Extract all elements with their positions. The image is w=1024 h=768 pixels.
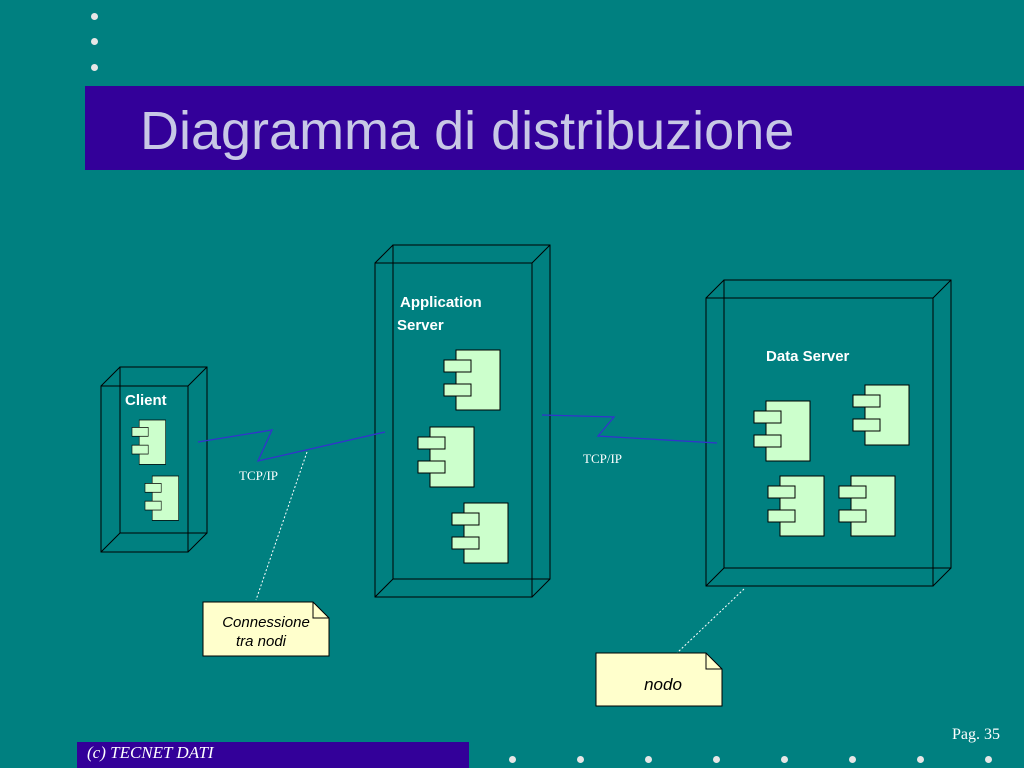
slide-title: Diagramma di distribuzione <box>140 101 795 161</box>
bullet-dot <box>713 756 720 763</box>
bullet-dot <box>645 756 652 763</box>
footer-bar: (c) TECNET DATI <box>77 742 469 768</box>
client-node-label: Client <box>125 392 167 409</box>
component-icon[interactable] <box>753 400 811 462</box>
tcp-link-app-data[interactable] <box>541 414 718 444</box>
bullet-dot <box>917 756 924 763</box>
component-icon[interactable] <box>767 475 825 537</box>
note-anchor-line <box>676 588 745 654</box>
component-icon[interactable] <box>417 426 475 488</box>
note-connection-line2: tra nodi <box>236 633 287 650</box>
data-server-label: Data Server <box>766 348 850 365</box>
application-server-label-line2: Server <box>397 317 444 334</box>
note-node-text: nodo <box>644 675 682 694</box>
note-node[interactable] <box>595 652 723 707</box>
note-connection[interactable] <box>202 601 330 657</box>
tcp-link-label: TCP/IP <box>239 468 278 483</box>
bullet-dot <box>91 64 98 71</box>
application-server-label-line1: Application <box>400 294 482 311</box>
bullet-dot <box>577 756 584 763</box>
component-icon[interactable] <box>144 475 179 521</box>
tcp-link-client-app[interactable] <box>197 429 386 462</box>
tcp-link-label: TCP/IP <box>583 451 622 466</box>
bullet-dot <box>849 756 856 763</box>
client-node[interactable] <box>100 366 208 553</box>
component-icon[interactable] <box>838 475 896 537</box>
bullet-dot <box>509 756 516 763</box>
bullet-dot <box>91 13 98 20</box>
component-icon[interactable] <box>451 502 509 564</box>
bullet-dot <box>985 756 992 763</box>
application-server-node[interactable] <box>374 244 551 598</box>
component-icon[interactable] <box>852 384 910 446</box>
component-icon[interactable] <box>443 349 501 411</box>
component-icon[interactable] <box>131 419 166 465</box>
bullet-dot <box>91 38 98 45</box>
note-connection-line1: Connessione <box>222 614 310 631</box>
page-number: Pag. 35 <box>952 726 1000 743</box>
title-bar: Diagramma di distribuzione <box>85 86 1024 170</box>
data-server-node[interactable] <box>705 279 952 587</box>
bullet-dot <box>781 756 788 763</box>
footer-copyright: (c) TECNET DATI <box>87 743 214 762</box>
